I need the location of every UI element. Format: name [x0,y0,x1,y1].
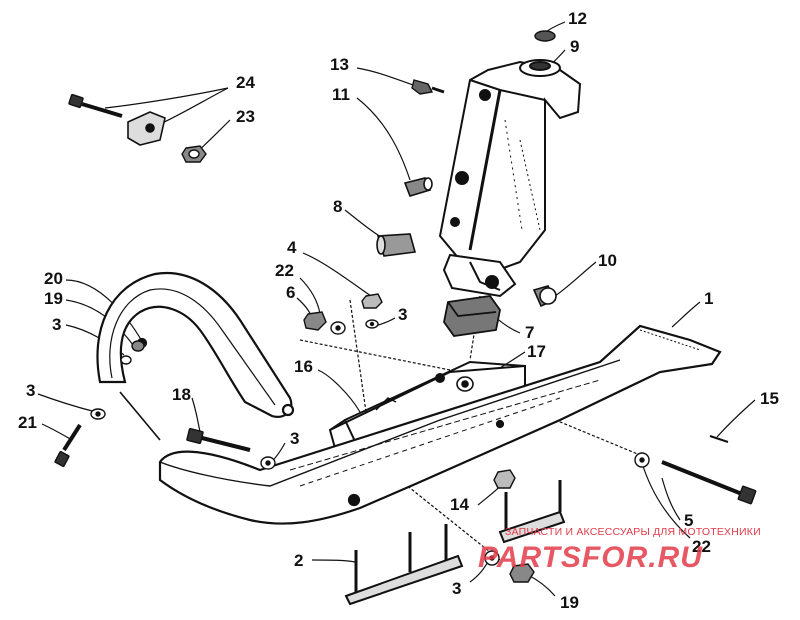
part-3-washer-top [365,319,379,329]
callout-10: 10 [598,251,617,270]
callout-9: 9 [570,37,579,56]
callout-21: 21 [18,413,37,432]
callout-23: 23 [236,107,255,126]
callout-3-bottom: 3 [452,579,461,598]
spindle-yoke [442,253,517,298]
callout-14: 14 [450,495,469,514]
callout-22-top: 22 [275,261,294,280]
part-2-runners [344,480,566,606]
part-1-ski [158,324,722,525]
callout-16: 16 [294,357,313,376]
part-3-washer-left [90,408,106,420]
part-19-nut-loop [131,340,145,352]
callout-2: 2 [294,551,303,570]
part-4-nut [361,293,383,309]
callout-22-bottom: 22 [692,537,711,556]
callout-6: 6 [286,283,295,302]
callout-7: 7 [525,323,534,342]
callout-18: 18 [172,385,191,404]
part-24-bracket [127,111,166,146]
part-22-washer-top [330,321,346,335]
callout-19-bottom: 19 [560,593,579,612]
callout-3-loop: 3 [52,315,61,334]
watermark-logo: PARTSFOR.RU [478,541,703,574]
part-19-nut-bottom [509,563,535,583]
part-8-bushing [376,233,417,257]
callout-17: 17 [527,342,546,361]
part-18-bolt [186,427,251,452]
callout-1: 1 [704,289,713,308]
callout-15: 15 [760,389,779,408]
part-3-washer-18 [260,456,276,470]
part-10-bushing [532,285,557,308]
part-21-bolt [54,423,82,467]
part-13-grease-fitting [411,79,445,95]
part-12-cap [534,30,556,42]
callout-20: 20 [44,269,63,288]
part-7-wear-block [443,295,501,337]
callout-13: 13 [330,55,349,74]
part-17-washer [456,376,474,392]
callout-4: 4 [287,238,297,257]
part-14-nut [493,469,516,489]
callout-24: 24 [236,73,255,92]
part-22-washer-right [634,452,650,468]
callout-3-mid: 3 [290,429,299,448]
callout-19-loop: 19 [44,289,63,308]
part-23-nut [181,145,207,163]
callout-11: 11 [332,85,350,104]
part-20-ski-loop [96,271,295,418]
part-15-bolt [661,435,757,505]
callout-labels: 24 23 13 11 12 9 8 4 22 6 3 10 7 1 20 19… [18,9,779,612]
callout-8: 8 [333,197,342,216]
part-11-bushing [403,177,433,197]
callout-3-left: 3 [26,381,35,400]
callout-5: 5 [684,511,693,530]
callout-3-top: 3 [398,305,407,324]
callout-12: 12 [568,9,587,28]
watermark-subtitle: ЗАПЧАСТИ И АКСЕССУАРЫ ДЛЯ МОТОТЕХНИКИ [505,526,761,538]
part-24-bolt [68,93,123,118]
part-6-nut [303,311,327,331]
part-3-washer-bottom [484,550,500,566]
part-9-spindle [438,59,582,272]
part-3-washer-loop [120,355,132,365]
